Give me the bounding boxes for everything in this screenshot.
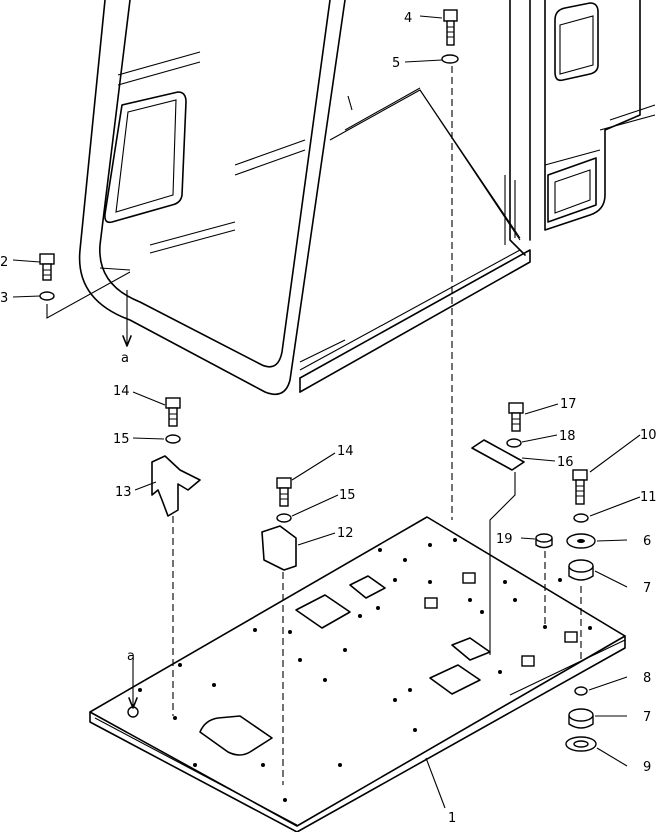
leader-16 bbox=[489, 472, 516, 655]
floor-block bbox=[521, 655, 535, 667]
rubber-mount-7-upper bbox=[568, 559, 594, 581]
floor-block bbox=[564, 631, 578, 643]
cab-frame bbox=[78, 0, 656, 396]
ref-a-top: a bbox=[121, 351, 129, 366]
washer-15-left bbox=[165, 434, 181, 444]
bracket-12 bbox=[261, 525, 297, 571]
ref-a-bottom: a bbox=[127, 649, 135, 664]
washer-18 bbox=[506, 438, 522, 448]
washer-5 bbox=[441, 54, 459, 64]
callout-7-upper: 7 bbox=[643, 581, 651, 596]
callout-14-left: 14 bbox=[113, 384, 130, 399]
callout-17: 17 bbox=[560, 397, 577, 412]
floor-cutout-left bbox=[199, 715, 273, 756]
floor-cutout-mid bbox=[295, 594, 351, 629]
washer-11 bbox=[573, 513, 589, 523]
cap-19 bbox=[535, 533, 553, 549]
bolt-2 bbox=[39, 253, 55, 281]
callout-11: 11 bbox=[640, 490, 657, 505]
bolt-14-mid bbox=[276, 477, 292, 507]
callout-leaders bbox=[12, 15, 641, 809]
callout-7-lower: 7 bbox=[643, 710, 651, 725]
callout-15-left: 15 bbox=[113, 432, 130, 447]
bracket-13 bbox=[151, 455, 201, 517]
callout-2: 2 bbox=[0, 255, 8, 270]
callout-9: 9 bbox=[643, 760, 651, 775]
floor-plate bbox=[89, 516, 626, 832]
collar-8 bbox=[574, 686, 588, 696]
bolt-17 bbox=[508, 402, 524, 432]
floor-cutout-slot bbox=[451, 637, 491, 661]
plate-16 bbox=[471, 439, 525, 471]
rubber-mount-7-lower bbox=[568, 708, 594, 729]
callout-1: 1 bbox=[448, 811, 456, 826]
bolt-10 bbox=[572, 469, 588, 505]
callout-14-mid: 14 bbox=[337, 444, 354, 459]
washer-15-mid bbox=[276, 513, 292, 523]
bolt-4 bbox=[443, 9, 458, 46]
callout-3: 3 bbox=[0, 291, 8, 306]
floor-holes bbox=[138, 538, 592, 802]
callout-8: 8 bbox=[643, 671, 651, 686]
floor-block bbox=[424, 597, 438, 609]
callout-19: 19 bbox=[496, 532, 513, 547]
callout-12: 12 bbox=[337, 526, 354, 541]
arrow-a bbox=[122, 335, 132, 347]
callout-labels: 4 5 2 3 a 14 15 13 14 15 12 17 18 16 10 … bbox=[0, 11, 657, 826]
floor-block bbox=[462, 572, 476, 584]
callout-13: 13 bbox=[115, 485, 132, 500]
callout-18: 18 bbox=[559, 429, 576, 444]
callout-15-mid: 15 bbox=[339, 488, 356, 503]
callout-6: 6 bbox=[643, 534, 651, 549]
callout-10: 10 bbox=[640, 428, 657, 443]
floor-cutout-right bbox=[429, 664, 481, 695]
bolt-14-left bbox=[165, 397, 181, 427]
leader-2 bbox=[46, 271, 131, 319]
washer-3 bbox=[39, 291, 55, 301]
floor-cutout-small bbox=[349, 575, 386, 599]
callout-16: 16 bbox=[557, 455, 574, 470]
callout-4: 4 bbox=[404, 11, 412, 26]
callout-5: 5 bbox=[392, 56, 400, 71]
